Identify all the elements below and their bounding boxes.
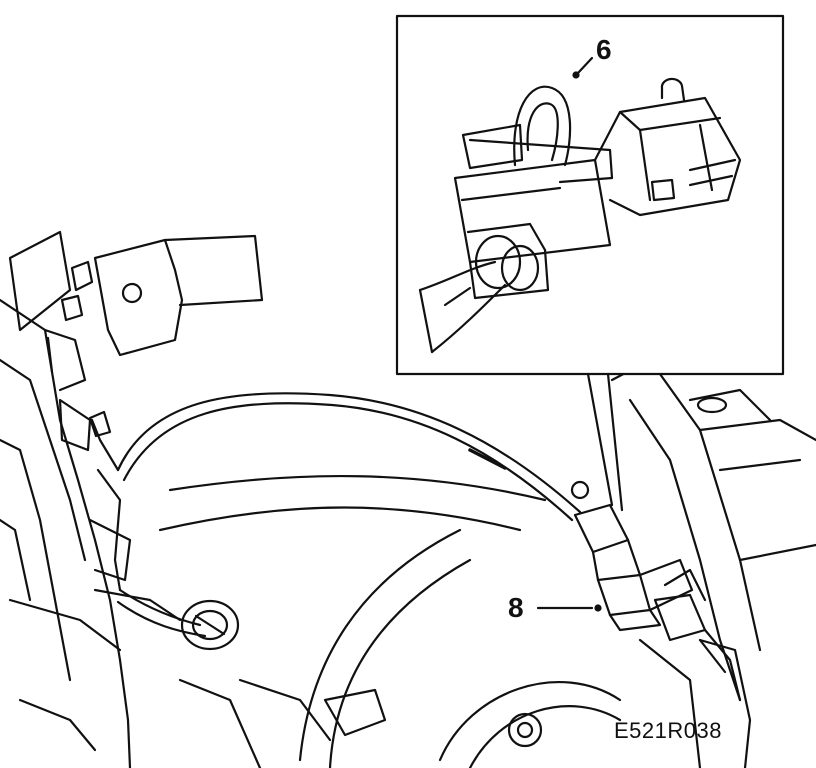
grommet bbox=[180, 599, 240, 651]
connector-8 bbox=[573, 503, 742, 702]
callout-6: 6 bbox=[596, 34, 612, 65]
detail-inset bbox=[395, 14, 785, 512]
figure-code: E521R038 bbox=[614, 718, 722, 743]
harness-clip-ring bbox=[570, 480, 590, 500]
bolt bbox=[507, 712, 543, 748]
mounting-bracket bbox=[60, 234, 264, 357]
side-pillar bbox=[610, 358, 816, 768]
callout-leaders bbox=[536, 56, 602, 612]
floor-panel bbox=[158, 474, 622, 768]
wiring-harness bbox=[88, 392, 582, 638]
callout-8: 8 bbox=[508, 592, 524, 623]
vehicle-body-panel bbox=[0, 230, 182, 768]
